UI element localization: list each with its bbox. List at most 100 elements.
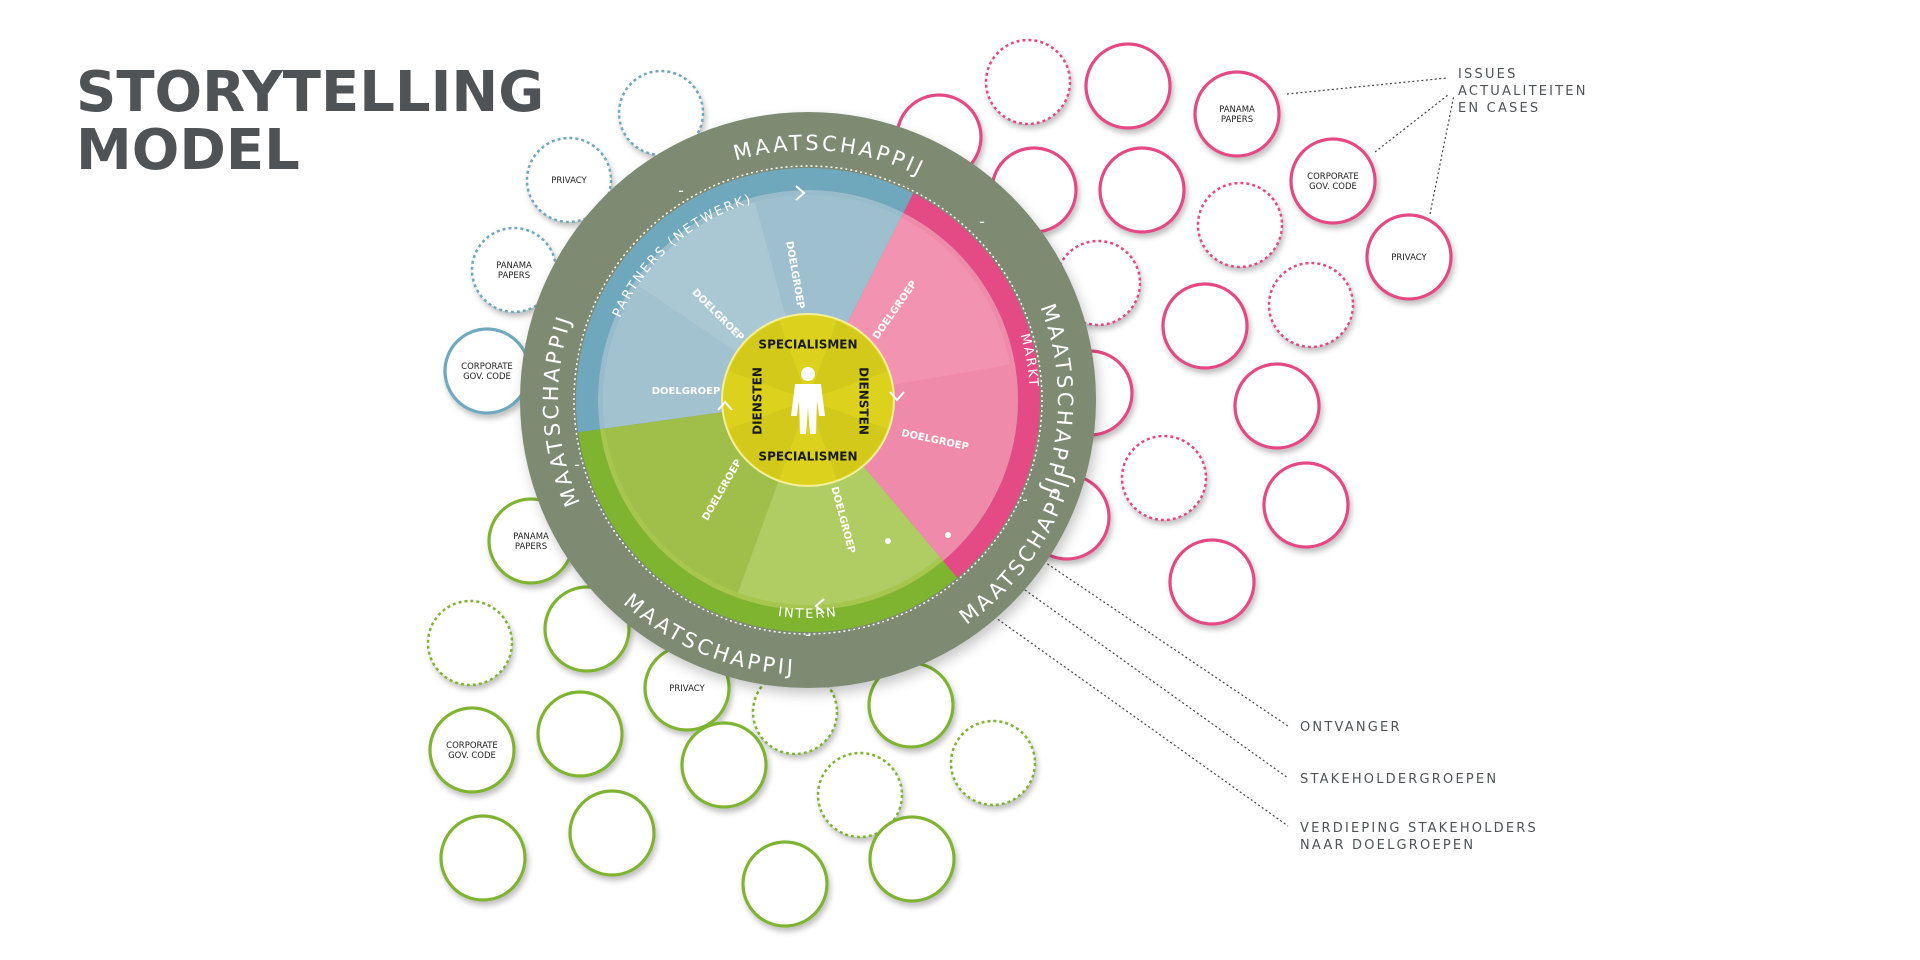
core-slice — [808, 400, 887, 479]
bubble-circle — [1233, 362, 1321, 450]
annotation-verdieping-line: NAAR DOELGROEPEN — [1300, 838, 1475, 853]
bubble-circle — [1267, 261, 1355, 349]
annotation-verdieping: VERDIEPING STAKEHOLDERS NAAR DOELGROEPEN — [1300, 821, 1538, 853]
issue-bubble-green — [543, 585, 631, 673]
ring-separator: - — [678, 181, 684, 200]
leader-stakeholdergroepen — [947, 534, 1289, 779]
leader-issues-2 — [1374, 94, 1449, 153]
issue-bubble-pink — [1262, 461, 1350, 549]
annotation-verdieping-line: VERDIEPING STAKEHOLDERS — [1300, 821, 1538, 836]
issue-bubble-green — [680, 721, 768, 809]
ring-arrow-bottom — [814, 598, 825, 614]
bubble-circle — [1289, 137, 1377, 225]
title-line-1: STORYTELLING — [76, 60, 545, 125]
bubble-circle — [1168, 538, 1256, 626]
core-label-right: DIENSTEN — [857, 367, 871, 435]
bubble-circle — [1161, 282, 1249, 370]
ring-separator: - — [1022, 490, 1028, 509]
issue-bubble-blue: PRIVACY — [525, 136, 613, 224]
ring-separator: - — [805, 625, 811, 644]
annotation-ontvanger-line: ONTVANGER — [1300, 720, 1402, 735]
sector-blue-inner — [598, 190, 904, 430]
issue-bubble-pink — [984, 38, 1072, 126]
issue-bubble-pink — [1196, 181, 1284, 269]
bubble-label: PRIVACY — [551, 176, 587, 186]
dotted-ring — [573, 165, 1043, 635]
bubble-label-line: PAPERS — [1221, 115, 1253, 125]
leader-dot-2 — [945, 532, 951, 538]
issue-bubble-blue — [617, 69, 705, 157]
bubble-label-line: PANAMA — [513, 532, 549, 542]
core-arrow-right-stroke — [889, 391, 905, 402]
issue-bubble-pink — [1233, 362, 1321, 450]
bubble-label-line: PRIVACY — [669, 684, 705, 694]
issue-bubble-green — [536, 690, 624, 778]
doelgroep-label-blue-3: DOELGROEP — [652, 386, 721, 397]
bubble-circle — [680, 721, 768, 809]
issue-bubble-pink — [1098, 146, 1186, 234]
title-line-2: MODEL — [76, 118, 300, 183]
person-head — [801, 367, 815, 381]
annotation-issues-line: ISSUES — [1458, 67, 1518, 82]
bubble-circle — [1193, 70, 1281, 158]
sector-blue-band — [576, 167, 914, 433]
core-slice — [729, 321, 808, 400]
issue-bubble-pink — [1267, 261, 1355, 349]
core-slice — [808, 321, 887, 400]
bubble-circle — [1262, 461, 1350, 549]
issue-bubble-green — [949, 719, 1037, 807]
sector-green-inner — [600, 400, 943, 611]
bubble-circle — [568, 789, 656, 877]
bubble-label-line: PRIVACY — [551, 176, 587, 186]
bubble-circle — [868, 815, 956, 903]
bubble-label-line: PANAMA — [496, 261, 532, 271]
bubble-circle — [949, 719, 1037, 807]
bubble-circle — [1120, 434, 1208, 522]
issue-bubble-pink — [1168, 538, 1256, 626]
annotation-issues-line: EN CASES — [1458, 101, 1540, 116]
bubble-circle — [525, 136, 613, 224]
sector-slice — [737, 400, 940, 605]
leader-issues-3 — [1429, 94, 1455, 215]
issue-bubble-green — [741, 840, 829, 928]
issue-bubble-pink — [1084, 42, 1172, 130]
issue-bubble-green — [426, 599, 514, 687]
sector-slice — [754, 194, 902, 400]
bubble-label-line: PAPERS — [515, 542, 547, 552]
sector-label-intern: INTERN — [777, 605, 838, 622]
bubble-circle — [543, 585, 631, 673]
bubble-label-line: PANAMA — [1219, 105, 1255, 115]
issue-bubble-green — [816, 751, 904, 839]
core-label-top: SPECIALISMEN — [758, 338, 857, 352]
ring-arrow-top-stroke — [795, 185, 806, 201]
bubble-circle — [1098, 146, 1186, 234]
bubble-circle — [984, 38, 1072, 126]
issue-bubble-green — [568, 789, 656, 877]
bubble-circle — [617, 69, 705, 157]
bubble-circle — [536, 690, 624, 778]
bubble-label-line: CORPORATE — [446, 741, 498, 751]
bubble-circle — [1365, 213, 1453, 301]
core-label-left: DIENSTEN — [751, 367, 765, 435]
bubble-circle — [428, 706, 516, 794]
ring-arrow-top — [795, 185, 806, 201]
ring-separator: - — [979, 212, 985, 231]
sector-label-intern-label: INTERN — [777, 605, 836, 622]
diagram-title: STORYTELLING MODEL — [76, 64, 544, 180]
bubble-label-line: CORPORATE — [1307, 172, 1359, 182]
sector-pink-band — [903, 193, 1040, 578]
bubble-circle — [816, 751, 904, 839]
person-icon — [791, 367, 825, 434]
sector-green-band — [578, 429, 958, 632]
issue-bubble-green — [751, 668, 839, 756]
